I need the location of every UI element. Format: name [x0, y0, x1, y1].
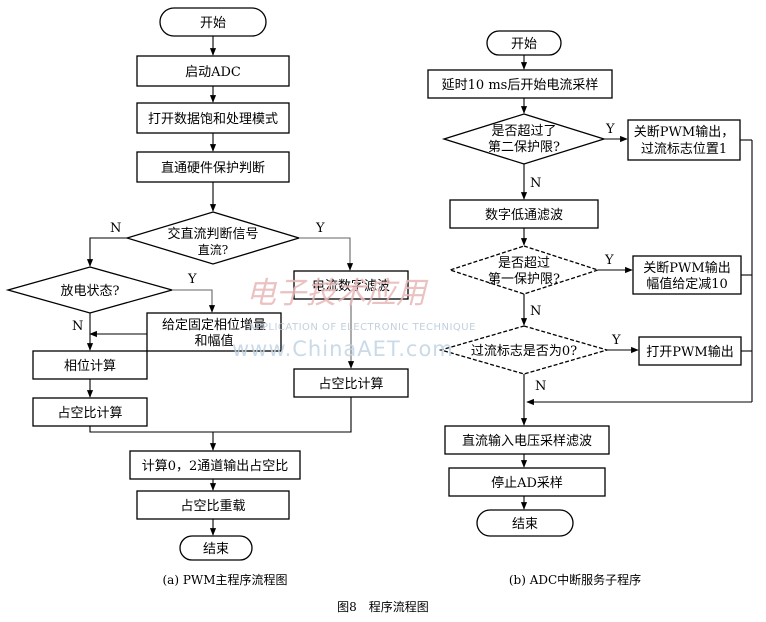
right-off-pwm1-label-1: 关断PWM输出，	[634, 124, 734, 140]
right-off-pwm2-label-2: 幅值给定减10	[646, 276, 728, 292]
left-discharge-label: 放电状态?	[61, 284, 120, 299]
right-q1-label-1: 是否超过	[498, 256, 550, 271]
right-open-pwm-label: 打开PWM输出	[646, 344, 733, 360]
right-end-terminal	[476, 509, 574, 537]
right-end-label: 结束	[512, 517, 538, 532]
left-acdc-label-1: 交直流判断信号	[167, 226, 258, 242]
right-open-pwm-box	[638, 336, 742, 366]
right-n3-label: N	[535, 379, 546, 394]
right-q2-label-2: 第二保护限?	[488, 140, 560, 155]
right-off-pwm1-box	[627, 119, 741, 161]
right-n1-label: N	[530, 176, 541, 191]
right-flag-decision	[438, 325, 610, 375]
right-stop-ad-box	[448, 467, 606, 497]
left-acdc-label-2: 直流?	[198, 243, 228, 257]
right-lowpass-label: 数字低通滤波	[485, 208, 563, 223]
watermark-en: APPLICATION OF ELECTRONIC TECHNIQUE	[248, 322, 476, 333]
left-dc-filter-label: 电流数字滤波	[312, 279, 390, 294]
left-fixed-label-1: 给定固定相位增量	[162, 318, 266, 333]
left-hw-protect-box	[136, 151, 290, 183]
left-acdc-decision	[124, 211, 302, 265]
right-lowpass-box	[449, 199, 599, 229]
right-y1-label: Y	[605, 122, 615, 137]
watermark-url: www.ChinaAET.com	[232, 337, 454, 361]
right-y3-label: Y	[611, 333, 621, 348]
right-delay-box	[427, 69, 613, 99]
right-flag-label: 过流标志是否为0?	[471, 344, 577, 359]
left-start-adc-label: 启动ADC	[185, 65, 241, 80]
left-fixed-label-2: 和幅值	[194, 333, 233, 349]
left-duty-calc-right-label: 占空比计算	[318, 377, 383, 392]
left-phase-calc-label: 相位计算	[64, 359, 116, 374]
left-open-mode-box	[136, 102, 290, 134]
right-off-pwm1-label-2: 过流标志位置1	[641, 142, 727, 157]
left-calc-ch-label: 计算0，2通道输出占空比	[142, 458, 289, 474]
left-end-label: 结束	[203, 542, 229, 557]
figure-caption: 图8 程序流程图	[337, 599, 429, 614]
left-duty-calc-right-box	[293, 368, 409, 398]
watermark: 电子技术应用 APPLICATION OF ELECTRONIC TECHNIQ…	[232, 276, 476, 361]
right-start-label: 开始	[511, 37, 537, 52]
right-off-pwm2-box	[632, 255, 742, 295]
left-flowchart: 开始 启动ADC 打开数据饱和处理模式 直通硬件保护判断 交直流判断信号 直流?…	[5, 7, 409, 587]
left-duty-reload-box	[136, 490, 290, 520]
left-y1-label: Y	[315, 221, 325, 236]
right-q1-decision	[447, 245, 601, 295]
left-n1-label: N	[110, 221, 121, 236]
right-flowchart: 开始 延时10 ms后开始电流采样 是否超过了 第二保护限? Y 关断PWM输出…	[427, 30, 753, 587]
right-y2-label: Y	[604, 253, 614, 268]
left-caption: (a) PWM主程序流程图	[162, 572, 287, 587]
right-caption: (b) ADC中断服务子程序	[509, 572, 641, 587]
right-q2-decision	[441, 113, 607, 165]
right-q1-label-2: 第一保护限?	[488, 272, 560, 287]
left-open-mode-label: 打开数据饱和处理模式	[148, 112, 278, 127]
left-fixed-box	[146, 312, 282, 352]
left-end-terminal	[179, 535, 253, 561]
left-duty-calc-box	[32, 397, 148, 427]
left-hw-protect-label: 直通硬件保护判断	[161, 161, 265, 176]
right-n2-label: N	[530, 304, 541, 319]
left-duty-calc-label: 占空比计算	[57, 406, 122, 421]
watermark-cn: 电子技术应用	[246, 276, 429, 311]
right-q2-label-1: 是否超过了	[491, 124, 556, 139]
right-delay-label: 延时10 ms后开始电流采样	[442, 78, 599, 93]
left-start-label: 开始	[200, 16, 226, 31]
left-n2-label: N	[72, 319, 83, 334]
right-off-pwm2-label-1: 关断PWM输出	[643, 260, 730, 276]
left-y2-label: Y	[187, 272, 197, 287]
left-duty-reload-label: 占空比重载	[180, 498, 245, 514]
left-calc-ch-box	[129, 450, 301, 480]
right-dc-voltage-box	[444, 425, 610, 455]
right-dc-voltage-label: 直流输入电压采样滤波	[462, 433, 592, 449]
right-stop-ad-label: 停止AD采样	[491, 475, 563, 491]
left-phase-calc-box	[32, 350, 148, 380]
